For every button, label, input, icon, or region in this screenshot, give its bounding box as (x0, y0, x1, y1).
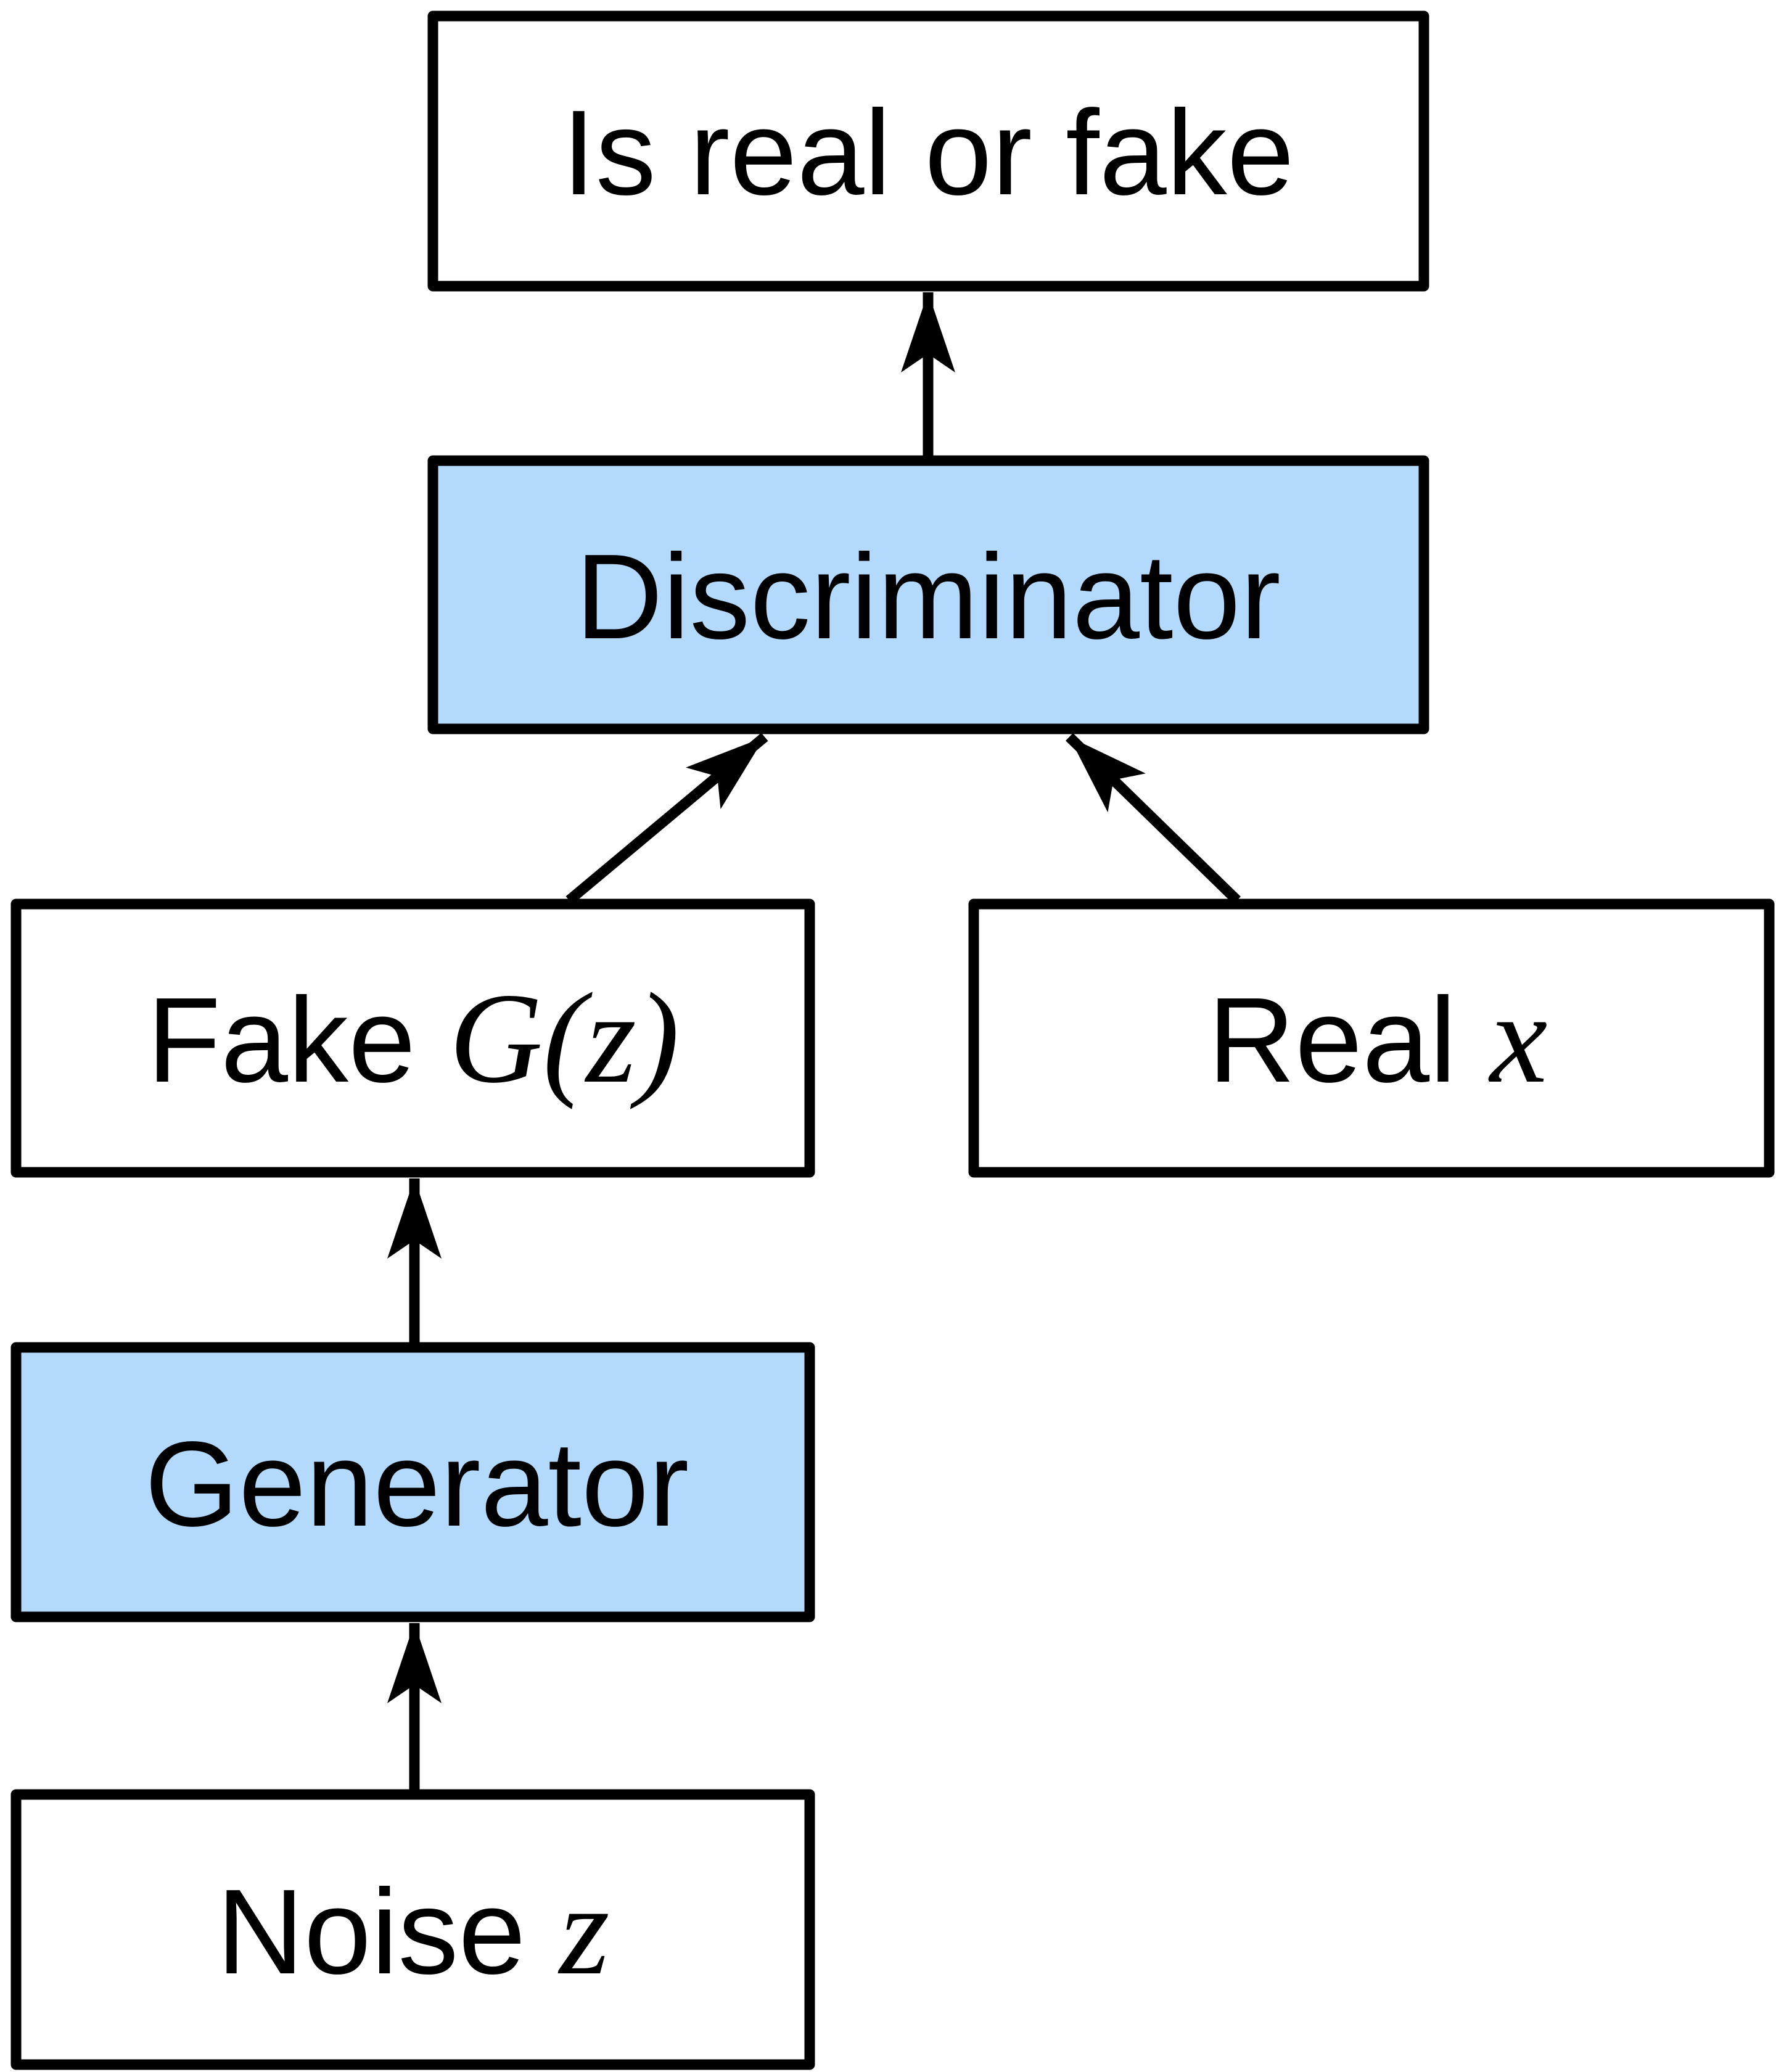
fake-math-label: G(z) (449, 967, 679, 1110)
discriminator-label: Discriminator (575, 529, 1280, 664)
svg-text:Real x: Real x (1208, 967, 1548, 1110)
node-discriminator: Discriminator (427, 455, 1429, 734)
svg-text:Is real or fake: Is real or fake (562, 85, 1294, 220)
svg-text:Noise z: Noise z (216, 1859, 609, 2002)
svg-text:Generator: Generator (145, 1416, 689, 1552)
generator-label: Generator (145, 1416, 689, 1552)
discriminator-box (427, 455, 1429, 734)
output-box (427, 10, 1429, 292)
node-noise: Noise z (10, 1789, 815, 2070)
real-box (968, 898, 1775, 1178)
fake-box (10, 898, 815, 1178)
fake-label: Fake (147, 972, 449, 1108)
edge-real-discriminator (1066, 733, 1241, 905)
node-output: Is real or fake (427, 10, 1429, 292)
real-label: Real (1208, 972, 1490, 1108)
noise-math-label: z (557, 1859, 610, 2002)
output-label: Is real or fake (562, 85, 1294, 220)
real-math-label: x (1488, 967, 1547, 1110)
edges (387, 292, 1241, 1791)
svg-text:Discriminator: Discriminator (575, 529, 1280, 664)
generator-box (10, 1342, 815, 1622)
noise-label: Noise (216, 1864, 559, 1999)
noise-box (10, 1789, 815, 2070)
node-generator: Generator (10, 1342, 815, 1622)
node-fake: Fake G(z) (10, 898, 815, 1178)
node-real: Real x (968, 898, 1775, 1178)
svg-text:Fake G(z): Fake G(z) (147, 967, 679, 1110)
edge-fake-discriminator (565, 733, 768, 905)
